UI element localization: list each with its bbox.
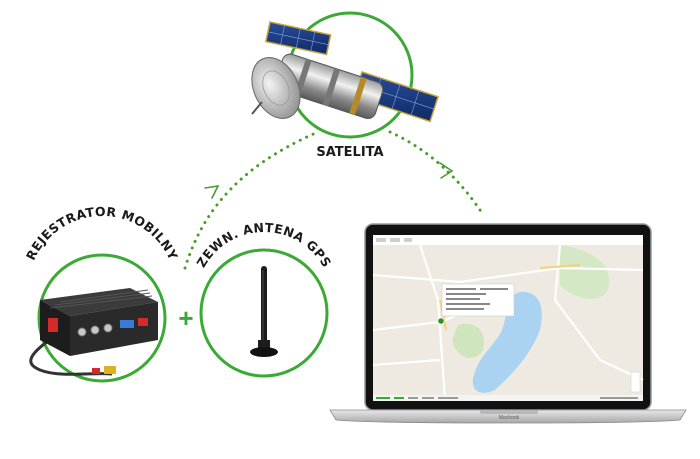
laptop-icon: Macbook [330,224,686,423]
direction-arrows [205,163,452,198]
downlink-dotted-line [390,132,482,213]
laptop-brand: Macbook [499,415,520,421]
satellite-label: SATELITA [316,145,383,160]
recorder-group: REJESTRATOR MOBILNY [23,204,181,381]
uplink-arrow-icon [205,186,218,198]
satellite-group: SATELITA [243,13,439,160]
downlink-arrow-icon [440,163,452,178]
antenna-group: ZEWN. ANTENA GPS [193,220,334,376]
map-marker-icon [438,318,444,324]
laptop-screen-map [373,235,643,401]
plus-sign: + [178,303,193,333]
